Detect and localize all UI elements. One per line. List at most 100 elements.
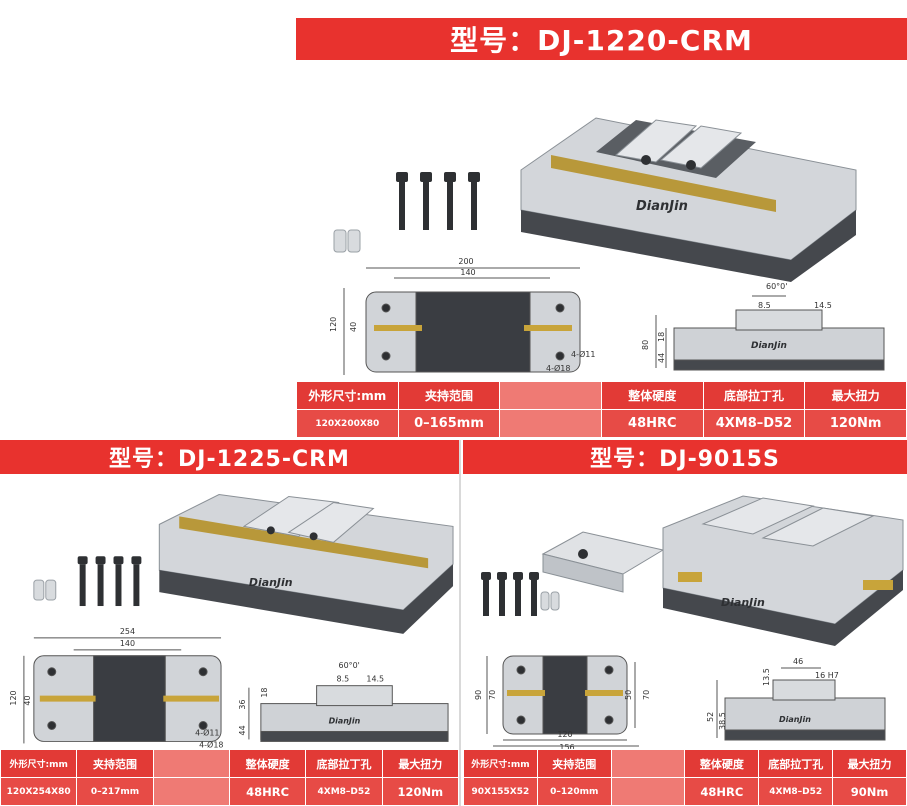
dim-inner-height: 70	[488, 690, 497, 700]
brand-logo: DianJin	[249, 576, 293, 589]
spec-value: 48HRC	[228, 777, 307, 806]
spec-header: 外形尺寸:mm	[463, 749, 538, 778]
spec-table: 外形尺寸:mm 夹持范围 整体硬度 底部拉丁孔 最大扭力 120X254X80 …	[0, 749, 459, 806]
dim-height: 90	[474, 690, 483, 700]
spec-header: 整体硬度	[228, 749, 307, 778]
vise-3d-render	[158, 493, 454, 634]
dim-h2: 52	[706, 712, 715, 722]
dim-angle: 60°0'	[339, 661, 360, 670]
dim-height: 120	[9, 690, 18, 705]
nut-pair-icon	[33, 579, 57, 601]
spec-value: 120X254X80	[0, 777, 78, 806]
dim-inner: 120	[557, 730, 572, 739]
spec-header: 外形尺寸:mm	[0, 749, 78, 778]
spec-value: 120X200X80	[296, 409, 399, 438]
dim-hole-b: 4-Ø18	[546, 363, 570, 373]
spec-header-blurred	[499, 381, 602, 410]
spec-header-blurred	[610, 749, 686, 778]
product-panel-dj-9015s: 型号：DJ-9015S DianJin	[463, 440, 907, 806]
dim-inner: 140	[460, 268, 475, 277]
spec-header: 夹持范围	[536, 749, 612, 778]
spec-table: 外形尺寸:mm 夹持范围 整体硬度 底部拉丁孔 最大扭力 120X200X80 …	[296, 381, 907, 438]
dim-slot: 16 H7	[815, 671, 839, 680]
spec-header: 整体硬度	[600, 381, 704, 410]
dim-a: 8.5	[758, 301, 771, 310]
dim-h2: 44	[238, 725, 247, 735]
model-title-banner: 型号：DJ-9015S	[463, 440, 907, 474]
spec-value: 90Nm	[832, 777, 907, 806]
dim-overall: 156	[559, 743, 574, 750]
dim-h1: 13.5	[762, 668, 771, 686]
spec-value-blurred	[610, 777, 686, 806]
spec-header: 底部拉丁孔	[305, 749, 383, 778]
dim-overall: 200	[458, 257, 473, 266]
dim-h2: 44	[657, 353, 666, 363]
spec-value: 90X155X52	[463, 777, 538, 806]
product-panel-dj-1225-crm: 型号：DJ-1225-CRM DianJin	[0, 440, 461, 806]
nut-pair-icon	[540, 591, 560, 611]
dim-inner-height: 40	[349, 322, 358, 332]
dim-h1: 18	[657, 332, 666, 342]
spec-value: 0–217mm	[76, 777, 154, 806]
brand-logo: DianJin	[721, 596, 765, 609]
brand-logo-side: DianJin	[779, 715, 811, 724]
dim-height: 120	[329, 317, 338, 332]
spec-value: 0–165mm	[397, 409, 501, 438]
spec-value: 4XM8–D52	[702, 409, 806, 438]
brand-logo: DianJin	[636, 199, 688, 214]
dim-hole-a: 4-Ø11	[195, 727, 219, 737]
product-panel-dj-1220-crm: 型号：DJ-1220-CRM DianJin	[296, 18, 907, 438]
top-view-drawing	[23, 637, 222, 744]
top-view-drawing	[486, 655, 639, 747]
dim-b: 14.5	[366, 675, 384, 684]
dim-inner-height: 40	[23, 695, 32, 705]
nut-pair-icon	[333, 229, 361, 253]
dim-overall: 254	[120, 627, 135, 636]
brand-logo-side: DianJin	[329, 717, 361, 726]
dim-h1: 18	[260, 688, 269, 698]
vise-3d-render	[520, 117, 857, 282]
dim-inner: 140	[120, 639, 135, 648]
bolt-set-icon	[481, 572, 539, 616]
spec-table: 外形尺寸:mm 夹持范围 整体硬度 底部拉丁孔 最大扭力 90X155X52 0…	[463, 749, 907, 806]
spec-value-blurred	[499, 409, 602, 438]
dim-angle: 60°0'	[766, 282, 787, 291]
spec-value: 48HRC	[684, 777, 760, 806]
dim-w: 46	[793, 657, 803, 666]
model-title-banner: 型号：DJ-1220-CRM	[296, 18, 907, 60]
model-title-banner: 型号：DJ-1225-CRM	[0, 440, 459, 474]
dim-hole-b: 4-Ø18	[199, 739, 223, 749]
spec-value: 120Nm	[381, 777, 459, 806]
spec-value: 0–120mm	[536, 777, 612, 806]
side-view-drawing	[248, 685, 449, 742]
side-view-drawing	[716, 667, 886, 741]
dim-h3: 80	[641, 340, 650, 350]
jaw-block-icon	[541, 531, 665, 593]
spec-value: 120Nm	[804, 409, 907, 438]
spec-header: 最大扭力	[832, 749, 907, 778]
top-view-drawing	[343, 267, 581, 375]
spec-header-blurred	[152, 749, 230, 778]
product-illustration: DianJin 254 140 120 40 4-Ø11 4-Ø18 60°0'…	[9, 493, 454, 749]
dim-b: 14.5	[814, 301, 832, 310]
product-illustration: DianJin 200 140 120 40 4-Ø11 4-Ø18	[329, 117, 885, 375]
spec-header: 夹持范围	[397, 381, 501, 410]
side-view-drawing	[655, 295, 885, 371]
spec-header: 底部拉丁孔	[702, 381, 806, 410]
spec-value-blurred	[152, 777, 230, 806]
spec-header: 外形尺寸:mm	[296, 381, 399, 410]
dim-a: 8.5	[337, 675, 350, 684]
dim-h3: 38.5	[718, 712, 727, 730]
dim-right: 70	[642, 690, 651, 700]
spec-value: 48HRC	[600, 409, 704, 438]
vise-3d-render	[662, 495, 904, 646]
spec-header: 整体硬度	[684, 749, 760, 778]
spec-header: 底部拉丁孔	[758, 749, 834, 778]
spec-header: 最大扭力	[381, 749, 459, 778]
bolt-set-icon	[77, 556, 142, 607]
dim-mid: 50	[624, 690, 633, 700]
dim-h3: 36	[238, 699, 247, 709]
dim-hole-a: 4-Ø11	[571, 349, 595, 359]
product-illustration: DianJin 120 156 90 70 50 70 46 16 H7	[474, 495, 904, 750]
spec-value: 4XM8–D52	[305, 777, 383, 806]
